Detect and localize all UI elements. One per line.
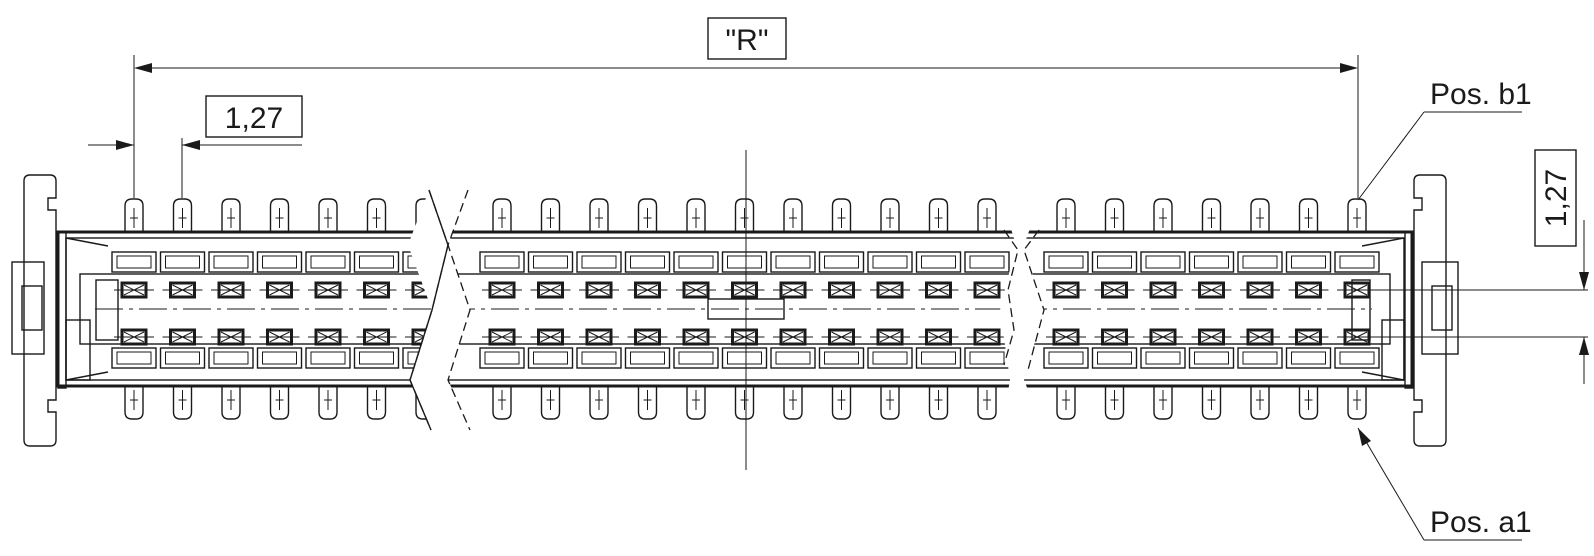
center-lines: [95, 150, 1372, 470]
contact-pin: [208, 198, 254, 420]
callout-pos-b1: Pos. b1: [1357, 78, 1532, 201]
contact-pin: [576, 198, 622, 420]
contact-pin: [770, 198, 816, 420]
contact-pin: [721, 198, 768, 420]
contact-pin: [1188, 198, 1235, 420]
break-right: [999, 190, 1045, 430]
contact-pin: [111, 198, 157, 420]
contact-pin: [1091, 198, 1138, 420]
pos-a1-label: Pos. a1: [1430, 506, 1532, 539]
contact-pin: [305, 198, 351, 420]
contact-pin: [479, 198, 525, 420]
contact-pin: [1334, 198, 1380, 420]
contact-pins: [111, 198, 1380, 420]
contact-pin: [159, 198, 206, 420]
callout-pos-a1: Pos. a1: [1357, 427, 1532, 541]
dimension-overall-length: "R": [133, 17, 1359, 198]
contact-pin: [1043, 198, 1089, 420]
pitch-horizontal-label: 1,27: [225, 102, 283, 135]
contact-pin: [818, 198, 865, 420]
contact-pin: [527, 198, 574, 420]
contact-pin: [624, 198, 671, 420]
contact-pin: [1285, 198, 1332, 420]
break-left: [408, 189, 471, 431]
dimension-pitch-vertical: 1,27: [1370, 149, 1589, 384]
contact-pin: [256, 198, 303, 420]
pitch-vertical-label: 1,27: [1540, 169, 1573, 227]
contact-pin: [867, 198, 913, 420]
overall-length-label: "R": [726, 24, 769, 57]
pos-b1-label: Pos. b1: [1430, 78, 1532, 111]
dimension-pitch-horizontal: 1,27: [88, 95, 303, 198]
contact-pin: [1237, 198, 1283, 420]
contact-pin: [673, 198, 719, 420]
contact-pin: [353, 198, 400, 420]
contact-pin: [915, 198, 962, 420]
contact-pin: [1140, 198, 1186, 420]
